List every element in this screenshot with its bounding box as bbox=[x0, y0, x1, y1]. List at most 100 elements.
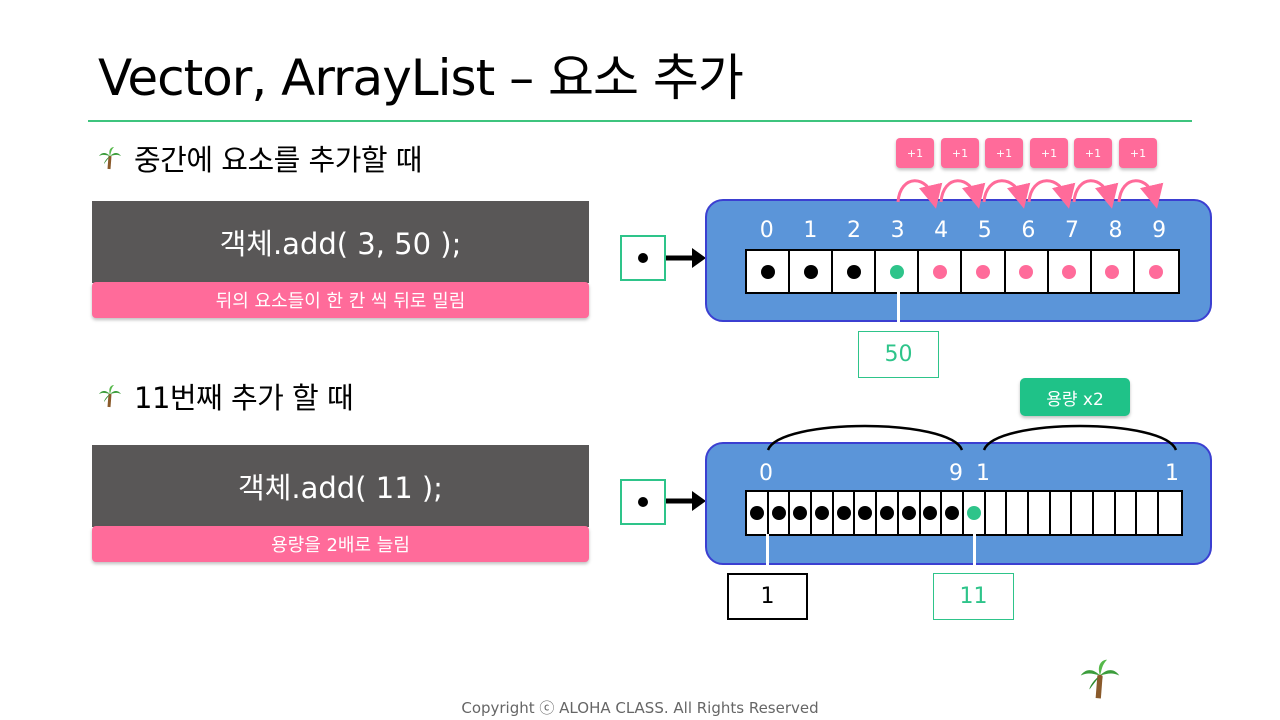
index-label: 0 bbox=[759, 461, 773, 486]
shift-badge: +1 bbox=[896, 138, 934, 168]
shift-badge: +1 bbox=[1030, 138, 1068, 168]
array-cell bbox=[962, 251, 1006, 292]
array-cell bbox=[986, 492, 1008, 534]
palm-tree-icon bbox=[1080, 659, 1120, 699]
first-value-box: 1 bbox=[727, 573, 808, 620]
index-row: 0 1 2 3 4 5 6 7 8 9 bbox=[745, 218, 1181, 243]
array-cell bbox=[964, 492, 986, 534]
section-heading-capacity: 11번째 추가 할 때 bbox=[98, 375, 354, 417]
reference-box bbox=[620, 479, 666, 525]
element-dot bbox=[966, 506, 981, 520]
element-dot bbox=[793, 506, 808, 520]
shift-badge: +1 bbox=[1074, 138, 1112, 168]
capacity-badge: 용량 x2 bbox=[1020, 378, 1130, 416]
array-cell bbox=[834, 492, 856, 534]
callout-connector bbox=[897, 290, 900, 332]
reference-box bbox=[620, 235, 666, 281]
shift-badge: +1 bbox=[985, 138, 1023, 168]
range-bracket-icon bbox=[766, 424, 1178, 451]
array-cell bbox=[1092, 251, 1135, 292]
array-cell bbox=[1051, 492, 1073, 534]
code-block: 객체.add( 11 ); bbox=[92, 445, 589, 527]
array-cell bbox=[1135, 251, 1178, 292]
index-label: 7 bbox=[1064, 218, 1079, 243]
array-cell bbox=[921, 492, 943, 534]
code-block: 객체.add( 3, 50 ); bbox=[92, 201, 589, 283]
index-label: 3 bbox=[890, 218, 905, 243]
reference-arrow-icon bbox=[666, 491, 706, 511]
code-text: 객체.add( 11 ); bbox=[238, 471, 443, 505]
shift-badge: +1 bbox=[941, 138, 979, 168]
page-title: Vector, ArrayList – 요소 추가 bbox=[98, 49, 744, 107]
code-text: 객체.add( 3, 50 ); bbox=[219, 227, 462, 261]
index-label: 1 bbox=[803, 218, 818, 243]
reference-arrow-icon bbox=[666, 248, 706, 268]
new-value: 11 bbox=[959, 584, 988, 609]
array-cells bbox=[745, 249, 1180, 294]
array-cell bbox=[1116, 492, 1138, 534]
element-dot bbox=[879, 506, 894, 520]
array-cell bbox=[1072, 492, 1094, 534]
element-dot bbox=[1019, 264, 1034, 279]
index-label: 0 bbox=[759, 218, 774, 243]
array-cell bbox=[790, 251, 834, 292]
array-cell bbox=[899, 492, 921, 534]
index-label: 8 bbox=[1108, 218, 1123, 243]
index-label: 4 bbox=[934, 218, 949, 243]
element-dot bbox=[760, 264, 775, 279]
index-label: 2 bbox=[846, 218, 861, 243]
array-cell bbox=[1006, 251, 1049, 292]
element-dot bbox=[945, 506, 960, 520]
index-label: 1 bbox=[976, 461, 990, 486]
inserted-value-box: 50 bbox=[858, 331, 939, 378]
array-cell bbox=[769, 492, 791, 534]
element-dot bbox=[901, 506, 916, 520]
array-cell bbox=[1007, 492, 1029, 534]
section-heading-text: 중간에 요소를 추가할 때 bbox=[134, 143, 422, 177]
new-value-box: 11 bbox=[933, 573, 1014, 620]
callout-connector bbox=[973, 534, 976, 574]
note-bar: 뒤의 요소들이 한 칸 씩 뒤로 밀림 bbox=[92, 282, 589, 318]
first-value: 1 bbox=[760, 584, 775, 609]
index-label: 6 bbox=[1021, 218, 1036, 243]
note-text: 용량을 2배로 늘림 bbox=[271, 535, 410, 556]
element-dot bbox=[1062, 264, 1077, 279]
array-cells bbox=[745, 490, 1183, 536]
copyright: Copyright ⓒ ALOHA CLASS. All Rights Rese… bbox=[461, 699, 819, 717]
element-dot bbox=[976, 264, 991, 279]
array-cell bbox=[1094, 492, 1116, 534]
note-text: 뒤의 요소들이 한 칸 씩 뒤로 밀림 bbox=[215, 291, 466, 312]
shift-badge: +1 bbox=[1119, 138, 1157, 168]
array-cell bbox=[790, 492, 813, 534]
element-dot bbox=[803, 264, 818, 279]
array-cell bbox=[833, 251, 877, 292]
palm-tree-icon bbox=[99, 147, 121, 170]
array-cell bbox=[1049, 251, 1092, 292]
array-cell bbox=[942, 492, 964, 534]
element-dot bbox=[923, 506, 938, 520]
element-dot bbox=[749, 506, 764, 520]
index-label: 9 bbox=[1152, 218, 1167, 243]
reference-dot bbox=[638, 497, 648, 507]
element-dot bbox=[836, 506, 851, 520]
element-dot bbox=[846, 264, 861, 279]
index-label: 5 bbox=[977, 218, 992, 243]
array-cell bbox=[1029, 492, 1051, 534]
array-cell bbox=[919, 251, 963, 292]
array-cell bbox=[747, 492, 769, 534]
inserted-value: 50 bbox=[884, 342, 913, 367]
section-heading-text: 11번째 추가 할 때 bbox=[134, 381, 354, 415]
reference-dot bbox=[638, 253, 648, 263]
capacity-badge-text: 용량 x2 bbox=[1046, 389, 1104, 410]
element-dot bbox=[889, 264, 904, 279]
array-cell bbox=[876, 251, 920, 292]
array-cell bbox=[747, 251, 791, 292]
index-label: 1 bbox=[1165, 461, 1179, 486]
element-dot bbox=[858, 506, 873, 520]
element-dot bbox=[1105, 264, 1120, 279]
element-dot bbox=[771, 506, 786, 520]
array-cell bbox=[855, 492, 878, 534]
shift-arrows-icon bbox=[896, 179, 1164, 209]
array-cell bbox=[1159, 492, 1181, 534]
element-dot bbox=[932, 264, 947, 279]
